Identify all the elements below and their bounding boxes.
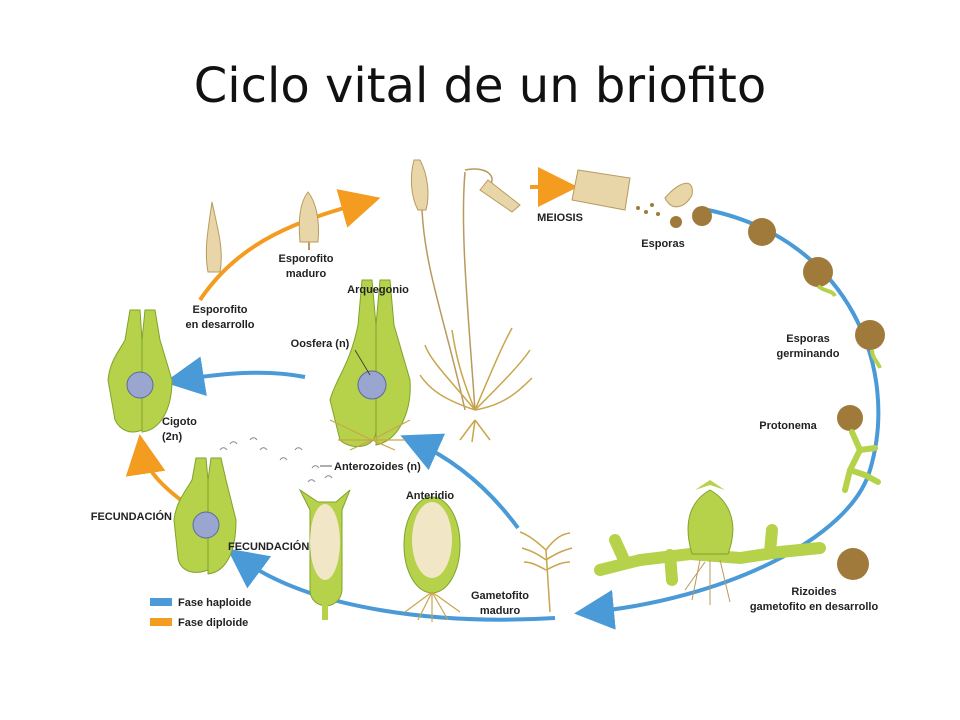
haploid-arrow-up: [400, 433, 520, 530]
fertilization-structure: [173, 457, 237, 575]
haploid-arrow-bottom: [227, 548, 556, 622]
label-esporas-germinando-2: germinando: [777, 348, 840, 360]
label-esporas-germinando-1: Esporas: [786, 333, 829, 345]
label-anterozoides: Anterozoides (n): [334, 461, 421, 473]
label-esporas: Esporas: [641, 238, 684, 250]
spore-3: [803, 257, 833, 287]
capsule-opening: [571, 169, 693, 228]
life-cycle-diagram: Fase haploide Fase diploide Esporofito e…: [91, 159, 885, 630]
label-esporofito-maduro-2: maduro: [286, 268, 327, 280]
mature-gametophyte-small: [519, 531, 573, 613]
label-gametofito-maduro-1: Gametofito: [471, 590, 529, 602]
fertilization-nucleus: [192, 511, 220, 539]
archegonium: [329, 279, 411, 451]
label-fecundacion-left: FECUNDACIÓN: [91, 510, 172, 523]
mature-sporophyte: [298, 191, 319, 243]
protonema-developing: [594, 524, 826, 586]
leafy-bud: [687, 489, 734, 555]
label-gametofito-maduro-2: maduro: [480, 605, 521, 617]
spore-2: [748, 218, 776, 246]
label-rizoides-1: Rizoides: [791, 586, 836, 598]
developing-sporophyte: [205, 201, 222, 273]
spore-4: [855, 320, 885, 350]
label-esporofito-maduro-1: Esporofito: [279, 253, 334, 265]
oosphere-nucleus: [357, 370, 387, 400]
label-esporofito-desarrollo-2: en desarrollo: [185, 319, 254, 331]
oosfera-pointer: [354, 349, 371, 376]
antheridium: [403, 496, 461, 622]
rhizoids: [684, 559, 731, 605]
page-title: Ciclo vital de un briofito: [193, 58, 767, 114]
spore-1: [692, 206, 712, 226]
label-meiosis: MEIOSIS: [537, 212, 583, 224]
label-cigoto-1: Cigoto: [162, 416, 197, 428]
legend-label-diploid: Fase diploide: [178, 617, 248, 629]
legend-swatch-haploid: [150, 598, 172, 606]
moss-plant-top: [410, 159, 429, 211]
spore-5: [837, 405, 863, 431]
label-cigoto-2: (2n): [162, 431, 183, 443]
label-arquegonio: Arquegonio: [347, 284, 409, 296]
spore-6: [837, 548, 869, 580]
label-oosfera: Oosfera (n): [291, 338, 350, 350]
haploid-arrow-oosfera: [164, 356, 306, 396]
antherozoids: [219, 437, 333, 483]
antheridium-open: [298, 488, 351, 620]
label-anteridio: Anteridio: [406, 490, 455, 502]
moss-gametophyte-leaves: [419, 327, 533, 443]
label-rizoides-2: gametofito en desarrollo: [750, 601, 879, 613]
zygote-structure: [107, 309, 173, 433]
label-fecundacion-center: FECUNDACIÓN: [228, 540, 309, 553]
legend-swatch-diploid: [150, 618, 172, 626]
zygote-nucleus: [126, 371, 154, 399]
label-protonema: Protonema: [759, 420, 817, 432]
protonema-filament: [842, 429, 881, 493]
legend-label-haploid: Fase haploide: [178, 597, 251, 609]
diploid-arrow-top: [198, 189, 381, 302]
label-esporofito-desarrollo-1: Esporofito: [193, 304, 248, 316]
